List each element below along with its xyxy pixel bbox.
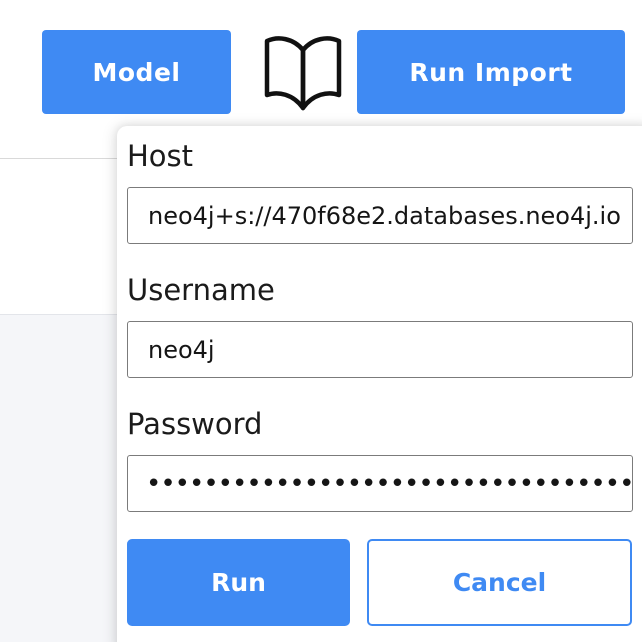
background-panel [0, 315, 128, 642]
password-label: Password [127, 407, 263, 441]
username-label: Username [127, 273, 275, 307]
password-input[interactable]: •••••••••••••••••••••••••••••••••••••••• [127, 455, 633, 512]
run-button[interactable]: Run [127, 539, 350, 626]
run-import-button[interactable]: Run Import [357, 30, 625, 114]
host-label: Host [127, 139, 194, 173]
model-button[interactable]: Model [42, 30, 231, 114]
book-icon[interactable] [262, 32, 344, 112]
background-divider [0, 158, 128, 159]
cancel-button[interactable]: Cancel [367, 539, 632, 626]
background-divider [0, 314, 128, 315]
host-input[interactable]: neo4j+s://470f68e2.databases.neo4j.io [127, 187, 633, 244]
username-input[interactable]: neo4j [127, 321, 633, 378]
